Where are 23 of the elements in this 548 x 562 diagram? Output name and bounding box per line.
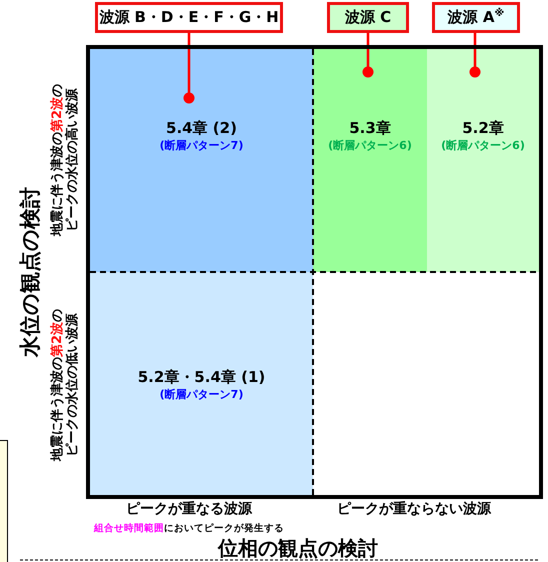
quadrant-area	[90, 272, 313, 495]
quadrant-area	[90, 49, 313, 272]
column-label: ピークが重ならない波源	[337, 500, 491, 518]
quadrant-area	[427, 49, 539, 272]
fault-pattern-text: (断層パターン7)	[160, 138, 244, 153]
fault-pattern-text: (断層パターン7)	[160, 387, 244, 402]
axis-title: 水位の観点の検討	[16, 186, 43, 360]
column-label: ピークが重なる波源	[126, 500, 252, 518]
axis-title: 位相の観点の検討	[218, 535, 378, 562]
source-label-box: 波源 A$^{※}$	[432, 2, 520, 33]
fault-pattern-text: (断層パターン6)	[441, 138, 525, 153]
source-label-box: 波源 B・D・E・F・G・H	[95, 2, 283, 33]
quadrant-area	[313, 49, 427, 272]
chapter-text: 5.3章	[349, 119, 391, 138]
fault-pattern-text: (断層パターン6)	[328, 138, 412, 153]
note-text: 組合せ時間範囲においてピークが発生する	[94, 522, 284, 535]
source-label-box: 波源 C	[327, 2, 409, 33]
leader-line	[362, 33, 374, 78]
chapter-text: 5.2章・5.4章 (1)	[138, 368, 266, 387]
chapter-text: 5.4章 (2)	[166, 119, 237, 138]
leader-line	[184, 33, 194, 104]
chapter-text: 5.2章	[462, 119, 504, 138]
leader-line	[470, 33, 480, 78]
